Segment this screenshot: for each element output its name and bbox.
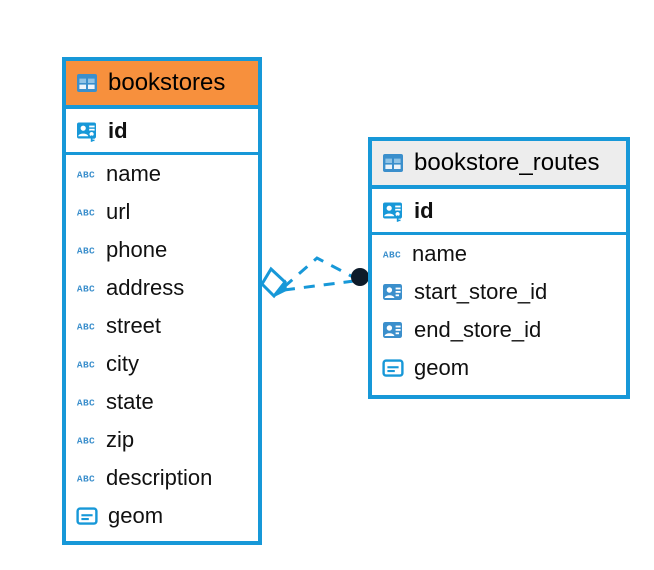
field-name: phone — [106, 237, 168, 262]
svg-text:ABC: ABC — [77, 360, 95, 371]
field-name: start_store_id — [414, 279, 548, 304]
field-name: zip — [106, 427, 135, 452]
field-name: description — [106, 465, 213, 490]
field-row[interactable]: start_store_id — [372, 273, 626, 311]
field-row[interactable]: ABC city — [66, 345, 258, 383]
field-row[interactable]: ABC state — [66, 383, 258, 421]
field-row[interactable]: ABC name — [372, 235, 626, 273]
foreign-key-icon — [383, 284, 402, 300]
abc-text-icon: ABC — [77, 170, 95, 181]
entity-title: bookstore_routes — [414, 149, 600, 176]
primary-key-icon — [383, 202, 402, 222]
field-name: id — [108, 117, 128, 143]
field-name: end_store_id — [414, 317, 542, 342]
geometry-icon — [382, 359, 404, 377]
field-name: name — [106, 161, 162, 186]
field-name: address — [106, 275, 185, 300]
relationship-line-upper — [283, 256, 356, 289]
abc-text-icon: ABC — [77, 474, 95, 485]
abc-text-icon: ABC — [383, 250, 401, 261]
abc-text-icon: ABC — [77, 360, 95, 371]
field-row-primary-key[interactable]: id — [66, 109, 258, 155]
abc-text-icon: ABC — [77, 284, 95, 295]
field-row[interactable]: ABC zip — [66, 421, 258, 459]
abc-text-icon: ABC — [77, 322, 95, 333]
geometry-icon — [76, 507, 98, 525]
svg-text:ABC: ABC — [77, 284, 95, 295]
entity-header-bookstores[interactable]: bookstores — [66, 61, 258, 109]
abc-text-icon: ABC — [77, 208, 95, 219]
field-row[interactable]: ABC phone — [66, 231, 258, 269]
field-row[interactable]: ABC address — [66, 269, 258, 307]
abc-text-icon: ABC — [77, 246, 95, 257]
svg-text:ABC: ABC — [77, 474, 95, 485]
abc-text-icon: ABC — [77, 398, 95, 409]
entity-header-bookstore-routes[interactable]: bookstore_routes — [372, 141, 626, 189]
field-row[interactable]: ABC description — [66, 459, 258, 497]
foreign-key-icon — [383, 322, 402, 338]
field-name: street — [106, 313, 162, 338]
field-name: geom — [414, 355, 470, 380]
abc-text-icon: ABC — [77, 436, 95, 447]
field-row[interactable]: geom — [66, 497, 258, 535]
field-name: geom — [108, 503, 164, 528]
svg-text:ABC: ABC — [77, 208, 95, 219]
entity-title: bookstores — [108, 69, 226, 96]
field-row[interactable]: ABC url — [66, 193, 258, 231]
table-icon — [383, 154, 403, 172]
entity-bookstore-routes[interactable]: bookstore_routes id ABC name — [368, 137, 630, 399]
entity-bookstores[interactable]: bookstores id ABC name — [62, 57, 262, 545]
primary-key-icon — [77, 122, 96, 142]
svg-text:ABC: ABC — [77, 170, 95, 181]
relationship-line-lower — [283, 279, 355, 292]
field-row[interactable]: geom — [372, 349, 626, 387]
field-name: city — [106, 351, 139, 376]
svg-text:ABC: ABC — [77, 398, 95, 409]
svg-text:ABC: ABC — [383, 250, 401, 261]
field-row[interactable]: end_store_id — [372, 311, 626, 349]
svg-text:ABC: ABC — [77, 246, 95, 257]
field-row[interactable]: ABC name — [66, 155, 258, 193]
field-name: state — [106, 389, 154, 414]
table-icon — [77, 74, 97, 92]
relationship-endpoint-marker — [351, 268, 369, 286]
svg-text:ABC: ABC — [77, 322, 95, 333]
field-row[interactable]: ABC street — [66, 307, 258, 345]
field-name: url — [106, 199, 131, 224]
relationship-diamond-marker — [260, 266, 288, 299]
field-name: id — [414, 197, 434, 223]
svg-text:ABC: ABC — [77, 436, 95, 447]
field-row-primary-key[interactable]: id — [372, 189, 626, 235]
field-name: name — [412, 241, 468, 266]
